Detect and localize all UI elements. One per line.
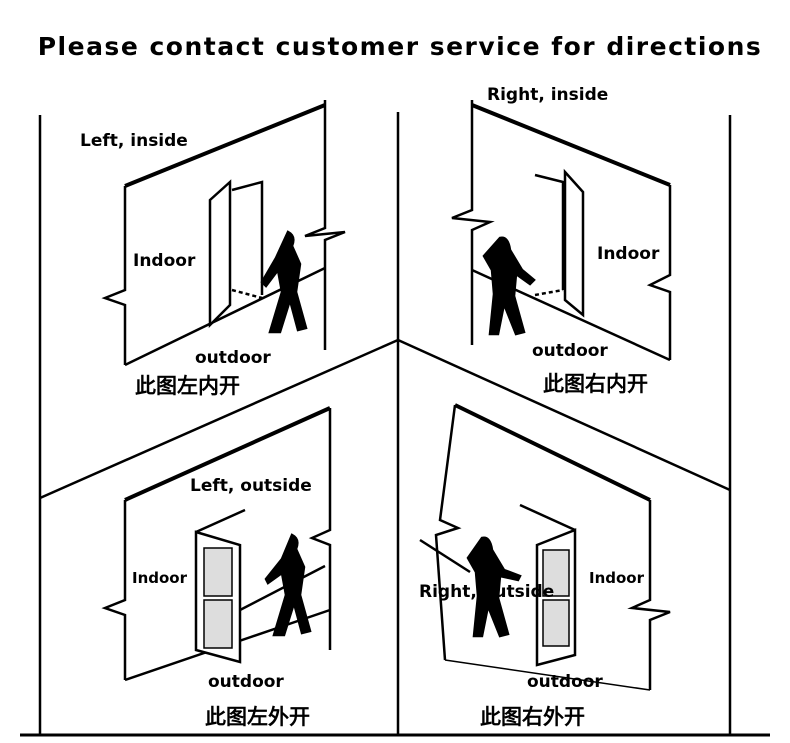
room-left-inside: [101, 100, 346, 367]
room-right-outside: [419, 403, 671, 691]
frame-line: [39, 338, 399, 500]
caption: 此图左内开: [135, 374, 240, 398]
room-left-outside: [101, 406, 332, 682]
corner-label: Left, outside: [190, 476, 312, 496]
corner-label: Left, inside: [80, 131, 188, 151]
outdoor-label: outdoor: [195, 348, 271, 368]
corner-label: Right, outside: [419, 582, 554, 602]
caption: 此图左外开: [205, 705, 310, 729]
indoor-label: Indoor: [132, 569, 188, 587]
frame-line: [397, 338, 731, 492]
outdoor-label: outdoor: [527, 672, 603, 692]
caption: 此图右内开: [543, 372, 648, 396]
outdoor-label: outdoor: [208, 672, 284, 692]
corner-label: Right, inside: [487, 85, 608, 105]
indoor-label: Indoor: [589, 569, 645, 587]
room-right-inside: [451, 100, 672, 362]
indoor-label: Indoor: [133, 251, 196, 271]
outdoor-label: outdoor: [532, 341, 608, 361]
page-title: Please contact customer service for dire…: [38, 32, 763, 61]
caption: 此图右外开: [480, 705, 585, 729]
indoor-label: Indoor: [597, 244, 660, 264]
